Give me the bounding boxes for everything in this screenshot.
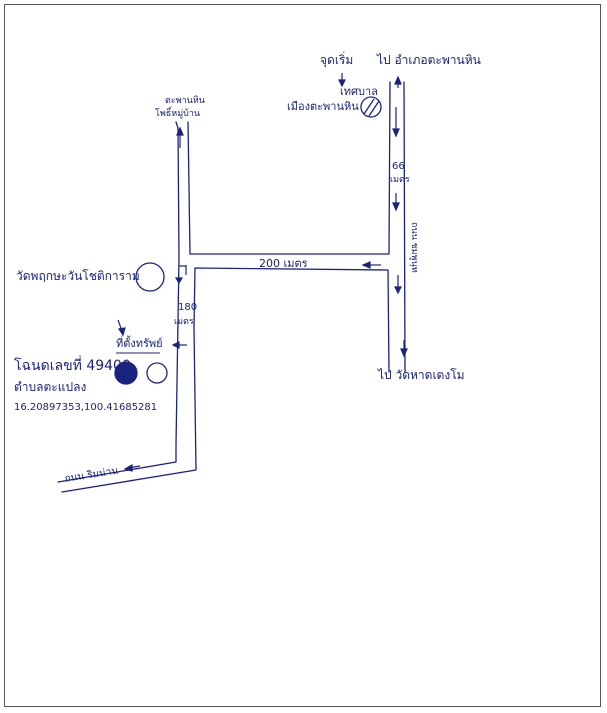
to-temple-right-label: ไป วัดหาดเตงโม (378, 368, 465, 382)
arrow-down-66-head (392, 202, 400, 212)
arrow-left-corner-head (174, 277, 184, 285)
arrow-up-top-right-head (394, 75, 402, 85)
title-deed-label: โฉนดเลขที่ 49400 (14, 358, 131, 374)
arrow-down-municipality-head (392, 128, 400, 138)
municipality-marker-slash-2 (368, 100, 380, 117)
arrow-left-bottom-road-head (123, 463, 133, 472)
temple-left-label: วัดพฤกษะวันโชติการาม (16, 269, 140, 283)
municipality-marker-slash-1 (363, 98, 375, 115)
arrow-down-road-right-head (394, 286, 402, 295)
arrow-down-asset-head (117, 327, 126, 337)
arrow-left-200-head (361, 261, 371, 269)
to-taphan-hin-district-label: ไป อำเภอตะพานหิน (377, 53, 481, 67)
top-left-road-label-2: โพธิ์หมู่บ้าน (155, 109, 201, 119)
road-right-label: ถนน ชมพูนุท (409, 222, 419, 273)
municipality-label: เทศบาล (340, 85, 378, 98)
arrow-up-left-road-head (176, 126, 184, 136)
arrow-down-start-head (338, 79, 346, 88)
distance-180-value: 180 (178, 302, 198, 313)
subdistrict-label: ตำบลตะแปลง (14, 380, 87, 394)
road-network-inner (61, 267, 390, 493)
distance-66-value: 66 (392, 161, 405, 172)
arrow-left-asset-head (171, 341, 180, 349)
distance-200-label: 200 เมตร (259, 257, 308, 270)
map-frame (4, 4, 601, 707)
temple-left-marker (135, 262, 165, 292)
neighbor-plot-marker (146, 362, 168, 384)
road-right-main (403, 81, 406, 373)
asset-location-label: ที่ตั้งทรัพย์ (116, 337, 163, 350)
start-point-label: จุดเริ่ม (320, 53, 354, 67)
distance-180-unit: เมตร (174, 317, 194, 327)
municipality-name-label: เมืองตะพานหิน (287, 100, 359, 113)
coordinates-label: 16.20897353,100.41685281 (14, 402, 158, 413)
distance-66-unit: เมตร (390, 175, 410, 185)
road-left-top (187, 81, 391, 255)
top-left-road-label-1: ตะพานหิน (165, 96, 205, 106)
road-network-outline (57, 121, 180, 483)
municipality-marker (360, 96, 382, 118)
arrow-down-bottom-right-head (400, 348, 408, 358)
asset-plot-marker (114, 361, 138, 385)
